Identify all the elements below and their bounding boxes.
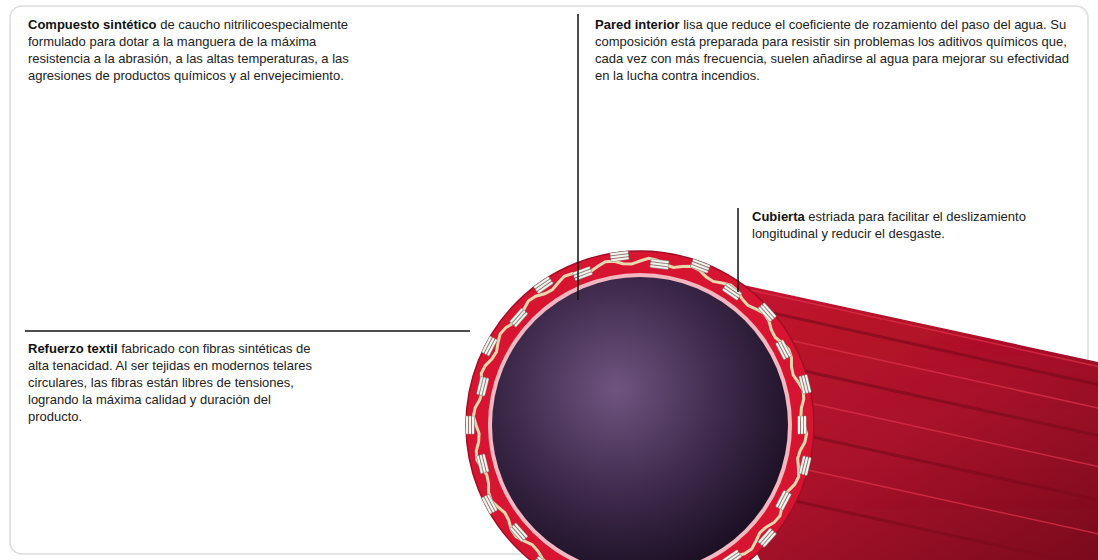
bore (492, 277, 788, 560)
rib (805, 371, 1098, 435)
fiber-bundle (800, 457, 810, 474)
callout-text: Refuerzo textil fabricado con fibras sin… (28, 340, 328, 425)
rib (814, 437, 1098, 500)
inner-wall (488, 273, 792, 560)
part-name: Compuesto sintético (28, 17, 157, 32)
fiber-bundle (478, 455, 488, 472)
outer-cover (466, 251, 814, 560)
rib (808, 470, 1098, 534)
fiber-bundle (692, 260, 709, 271)
fiber-bundle (574, 268, 591, 279)
fiber-bundle (611, 252, 628, 260)
fiber-bundle (483, 496, 496, 513)
fiber-bundle (760, 304, 775, 320)
rib (796, 501, 1098, 560)
fiber-bundle (724, 551, 741, 560)
leader-line (737, 208, 739, 292)
fiber-bundle (777, 341, 790, 358)
part-name: Pared interior (595, 17, 680, 32)
fiber-bundle (511, 524, 526, 540)
fiber-bundle (483, 338, 496, 355)
part-name: Cubierta (752, 209, 805, 224)
fiber-bundle (467, 417, 473, 433)
textile-reinforcement (467, 252, 810, 560)
fiber-bundle (535, 278, 552, 292)
fiber-bundle (799, 417, 805, 433)
fiber-ring (473, 258, 806, 560)
fiber-bundle (651, 260, 668, 268)
callout-text: Pared interior lisa que reduce el coefic… (595, 16, 1087, 84)
part-name: Refuerzo textil (28, 341, 118, 356)
rib (792, 341, 1098, 408)
rib (813, 404, 1098, 467)
callout-text: Cubierta estriada para facilitar el desl… (752, 208, 1088, 242)
fiber-bundle (478, 378, 488, 395)
fiber-bundle (535, 558, 552, 560)
fiber-bundle (777, 492, 790, 509)
callout-text: Compuesto sintético de caucho nitrilicoe… (28, 16, 358, 84)
rib (750, 290, 1098, 367)
fiber-bundle (800, 376, 810, 393)
fiber-bundle (511, 310, 526, 326)
leader-line (577, 14, 579, 300)
fiber-bundle (760, 530, 775, 546)
leader-line (25, 330, 470, 332)
